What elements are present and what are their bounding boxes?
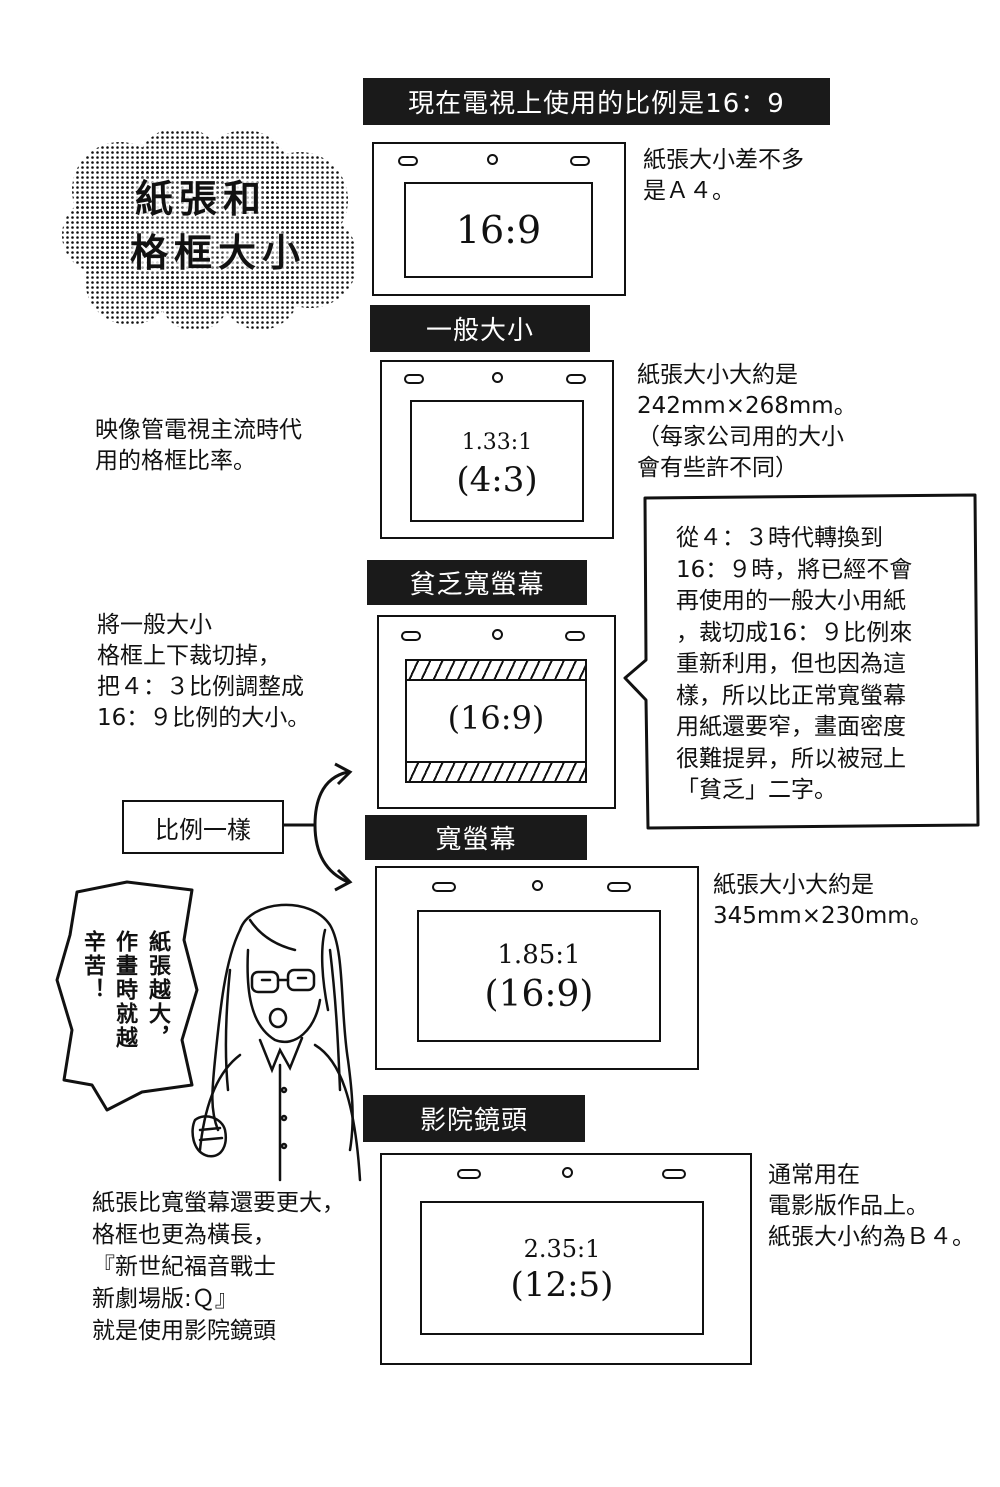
speech-bubble-shape [55, 880, 199, 1112]
hdtv-note-line: 紙張大小差不多 [643, 147, 804, 173]
title-line-1: 紙張和 [135, 176, 268, 221]
cinema-ratio-decimal: 2.35:1 [523, 1235, 601, 1263]
wide-ratio: (16:9) [484, 974, 594, 1015]
cinema-right-note-line: 紙張大小約為Ｂ４。 [768, 1224, 975, 1250]
speech-col-1: 紙張越大， [145, 930, 171, 1050]
poor-wide-frame: (16:9) [405, 659, 587, 783]
peg-hole-icon [404, 374, 424, 384]
peg-hole-icon [457, 1169, 481, 1179]
wide-right-note-line: 345mm×230mm。 [713, 903, 933, 929]
dotted-cloud-shape [62, 127, 358, 331]
standard-paper: 1.33:1 (4:3) [380, 360, 614, 539]
cinema-left-note-line: 『新世紀福音戰士 [92, 1254, 276, 1280]
character-illustration [191, 903, 362, 1182]
hdtv-note-line: 是Ａ４。 [643, 178, 735, 204]
standard-left-note-line: 映像管電視主流時代 [95, 417, 302, 443]
standard-frame: 1.33:1 (4:3) [410, 400, 584, 522]
standard-ratio: (4:3) [456, 460, 538, 500]
peg-hole-icon [532, 880, 543, 891]
poor-wide-left-note-line: 將一般大小 [97, 612, 212, 638]
cinema-left-note-line: 就是使用影院鏡頭 [92, 1318, 276, 1344]
hdtv-paper: 16:9 [372, 142, 626, 296]
poor-wide-left-note: 將一般大小 格框上下裁切掉， 把４：３比例調整成 16：９比例的大小。 [97, 610, 310, 734]
hdtv-banner: 現在電視上使用的比例是16：9 [363, 78, 830, 125]
explanation-bubble-shape [623, 493, 980, 830]
peg-hole-icon [492, 372, 503, 383]
speech-col-3: 辛苦！ [80, 930, 106, 1002]
cinema-right-note-line: 通常用在 [768, 1162, 860, 1188]
peg-hole-icon [398, 156, 418, 166]
wide-ratio-decimal: 1.85:1 [497, 940, 581, 970]
cinema-right-note: 通常用在 電影版作品上。 紙張大小約為Ｂ４。 [768, 1160, 975, 1253]
hdtv-ratio: 16:9 [455, 208, 542, 252]
standard-ratio-decimal: 1.33:1 [461, 430, 533, 455]
wide-banner: 寬螢幕 [365, 815, 587, 860]
standard-right-note-line: 紙張大小大約是 [637, 362, 798, 388]
bracket-arrow-icon [282, 762, 353, 892]
standard-right-note: 紙張大小大約是 242mm×268mm。 （每家公司用的大小 會有些許不同） [637, 360, 857, 484]
peg-hole-icon [401, 631, 421, 641]
cinema-left-note-line: 格框也更為橫長， [92, 1222, 276, 1248]
standard-banner: 一般大小 [370, 305, 590, 352]
peg-hole-icon [562, 1167, 573, 1178]
peg-hole-icon [566, 374, 586, 384]
standard-right-note-line: （每家公司用的大小 [637, 424, 844, 450]
cinema-right-note-line: 電影版作品上。 [768, 1193, 929, 1219]
cinema-banner: 影院鏡頭 [363, 1095, 585, 1142]
hdtv-note: 紙張大小差不多 是Ａ４。 [643, 145, 804, 207]
poor-wide-left-note-line: 把４：３比例調整成 [97, 674, 304, 700]
crop-hatch-bottom [407, 761, 585, 781]
bubble-line: 用紙還要窄，畫面密度 [676, 714, 906, 740]
same-ratio-label: 比例一樣 [122, 800, 284, 854]
bubble-line: ，裁切成16：９比例來 [676, 619, 913, 646]
wide-right-note-line: 紙張大小大約是 [713, 872, 874, 898]
bubble-line: 「貧乏」二字。 [676, 777, 837, 803]
bubble-line: 16：９時，將已經不會 [676, 556, 913, 583]
poor-wide-ratio: (16:9) [447, 699, 545, 737]
wide-paper: 1.85:1 (16:9) [375, 866, 699, 1070]
cinema-paper: 2.35:1 (12:5) [380, 1153, 752, 1365]
title-cloud: 紙張和 格框大小 [60, 127, 358, 331]
poor-wide-paper: (16:9) [377, 615, 616, 809]
bubble-line: 很難提昇，所以被冠上 [676, 745, 906, 772]
poor-wide-banner: 貧乏寬螢幕 [367, 560, 587, 605]
wide-frame: 1.85:1 (16:9) [417, 910, 661, 1042]
peg-hole-icon [432, 882, 456, 892]
peg-hole-icon [565, 631, 585, 641]
bubble-line: 再使用的一般大小用紙 [676, 588, 906, 614]
speech-col-2: 作畫時就越 [112, 930, 138, 1050]
crop-hatch-top [407, 661, 585, 681]
cinema-left-note-line: 新劇場版:Ｑ』 [92, 1286, 238, 1312]
title-line-2: 格框大小 [130, 230, 307, 275]
cinema-frame: 2.35:1 (12:5) [420, 1201, 704, 1335]
cinema-ratio: (12:5) [510, 1265, 614, 1305]
bubble-line: 從４：３時代轉換到 [676, 525, 883, 551]
explanation-bubble: 從４：３時代轉換到 16：９時，將已經不會 再使用的一般大小用紙 ，裁切成16：… [676, 523, 912, 807]
wide-right-note: 紙張大小大約是 345mm×230mm。 [713, 870, 933, 932]
standard-left-note-line: 用的格框比率。 [95, 448, 256, 474]
standard-right-note-line: 242mm×268mm。 [637, 393, 857, 419]
poor-wide-left-note-line: 格框上下裁切掉， [97, 643, 281, 669]
peg-hole-icon [607, 882, 631, 892]
standard-left-note: 映像管電視主流時代 用的格框比率。 [95, 415, 302, 477]
standard-right-note-line: 會有些許不同） [637, 455, 798, 481]
bubble-line: 樣，所以比正常寬螢幕 [676, 682, 906, 709]
peg-hole-icon [492, 629, 503, 640]
cinema-left-note-line: 紙張比寬螢幕還要更大， [92, 1190, 345, 1216]
hdtv-frame: 16:9 [404, 182, 593, 278]
poor-wide-left-note-line: 16：９比例的大小。 [97, 705, 311, 731]
peg-hole-icon [662, 1169, 686, 1179]
cinema-left-note: 紙張比寬螢幕還要更大， 格框也更為橫長， 『新世紀福音戰士 新劇場版:Ｑ』 就是… [92, 1187, 345, 1347]
peg-hole-icon [487, 154, 498, 165]
bubble-line: 重新利用，但也因為這 [676, 651, 906, 677]
peg-hole-icon [570, 156, 590, 166]
